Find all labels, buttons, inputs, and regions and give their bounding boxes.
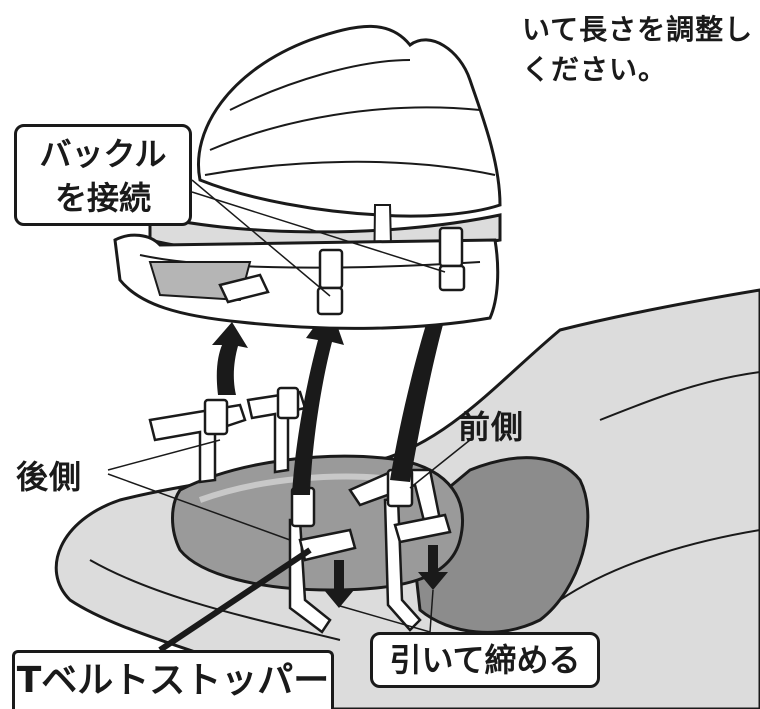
- instruction-line-1: いて長さを調整し: [522, 13, 754, 46]
- frame-line: [599, 371, 760, 421]
- instruction-text: いて長さを調整し ください。: [522, 10, 753, 90]
- label-front: 前側: [458, 408, 525, 446]
- leader-tbelt: [158, 547, 312, 653]
- belt-strap-rear-right: [246, 390, 307, 474]
- callout-t-belt-stopper: Tベルトストッパー: [12, 650, 334, 709]
- up-arrow-center: [292, 305, 344, 495]
- bag-buckle-1: [316, 286, 344, 316]
- label-rear: 後側: [16, 458, 83, 496]
- buckle-rear-right: [276, 386, 300, 420]
- leader-front: [409, 439, 471, 489]
- tail-bag-ridge-2: [209, 106, 481, 151]
- bag-handle: [218, 273, 270, 304]
- callout-buckle-line-1: バックル: [39, 135, 167, 173]
- callout-pull-tighten: 引いて締める: [370, 632, 600, 688]
- pull-arrow-left: [324, 560, 354, 608]
- pull-arrow-right: [418, 545, 448, 590]
- leader-pull-1: [339, 605, 431, 633]
- tail-bag-ridge-1: [229, 59, 411, 111]
- side-panel-line: [559, 529, 760, 601]
- buckle-rear-left: [203, 398, 229, 436]
- tail-panel: [89, 559, 341, 641]
- tail-bag-ridge-3: [204, 160, 496, 176]
- up-arrow-front: [390, 282, 456, 482]
- bag-tab-1: [318, 248, 344, 290]
- up-arrow-rear: [212, 322, 248, 395]
- leader-rear-2: [107, 473, 291, 541]
- tail-bag-inner: [139, 254, 481, 269]
- tail-bag-shell: [197, 24, 502, 218]
- bag-tab-2: [438, 226, 464, 268]
- leader-buckle-2: [191, 191, 446, 273]
- bag-buckle-2: [438, 264, 466, 292]
- callout-buckle-line-2: を接続: [54, 179, 151, 217]
- callout-connect-buckle: バックル を接続: [14, 124, 192, 226]
- leader-pull-2: [429, 589, 434, 633]
- t-belt-stopper-right: [393, 513, 452, 544]
- instruction-line-2: ください。: [522, 53, 668, 86]
- leader-rear-1: [107, 439, 221, 471]
